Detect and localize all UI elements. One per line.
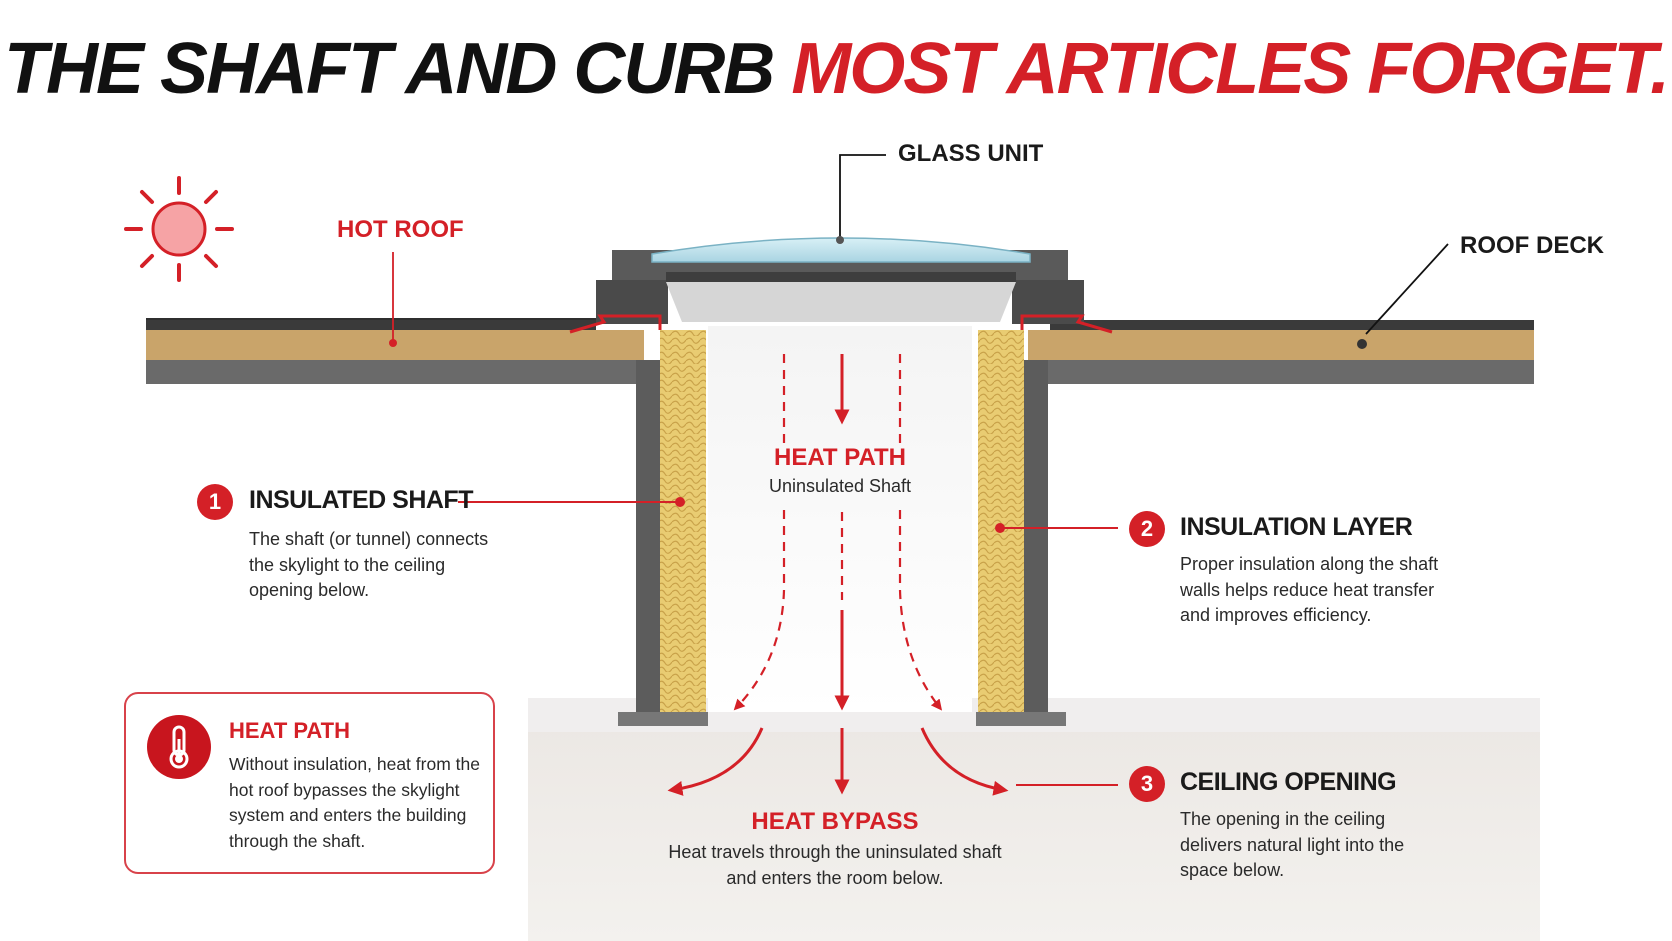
leader-lines: [389, 154, 1449, 786]
hot-roof-label: HOT ROOF: [337, 216, 464, 243]
glass-dome: [651, 237, 1031, 263]
heat-box-body: Without insulation, heat from the hot ro…: [229, 754, 480, 851]
callout-title: INSULATION LAYER: [1180, 513, 1413, 541]
callout-body: Proper insulation along the shaft walls …: [1180, 554, 1439, 625]
heat-bypass-label: HEAT BYPASS: [751, 808, 919, 835]
callout-body: The shaft (or tunnel) connects the skyli…: [249, 529, 489, 600]
heat-bypass-body: Heat travels through the uninsulated sha…: [668, 842, 1002, 888]
sun-icon: [124, 176, 234, 282]
heat-path-label: HEAT PATH: [774, 444, 906, 471]
title-main: THE SHAFT AND CURB: [4, 29, 792, 109]
callout-number: 2: [1129, 511, 1165, 547]
left-shaft-wall: [618, 330, 708, 726]
callout-body: The opening in the ceiling delivers natu…: [1180, 809, 1405, 880]
callout-title: CEILING OPENING: [1180, 768, 1397, 796]
heat-path-arrows: [667, 354, 1009, 796]
page-title: THE SHAFT AND CURB MOST ARTICLES FORGET.: [0, 24, 1672, 114]
right-shaft-wall: [976, 330, 1066, 726]
thermometer-icon: [147, 715, 211, 779]
heat-box-title: HEAT PATH: [229, 718, 350, 743]
shaft-interior: [708, 326, 972, 712]
callout-title: INSULATED SHAFT: [249, 486, 473, 514]
callout-number: 1: [197, 484, 233, 520]
callout-number: 3: [1129, 766, 1165, 802]
heat-path-info-box: HEAT PATH Without insulation, heat from …: [124, 692, 495, 874]
curb: [569, 250, 1113, 334]
glass-unit-label: GLASS UNIT: [898, 140, 1044, 167]
heat-path-sub: Uninsulated Shaft: [768, 476, 912, 496]
roof-deck-label: ROOF DECK: [1460, 232, 1604, 259]
title-accent: MOST ARTICLES FORGET.: [791, 29, 1670, 109]
roof-deck: [146, 318, 1534, 384]
heat-path-lines: [733, 354, 943, 711]
